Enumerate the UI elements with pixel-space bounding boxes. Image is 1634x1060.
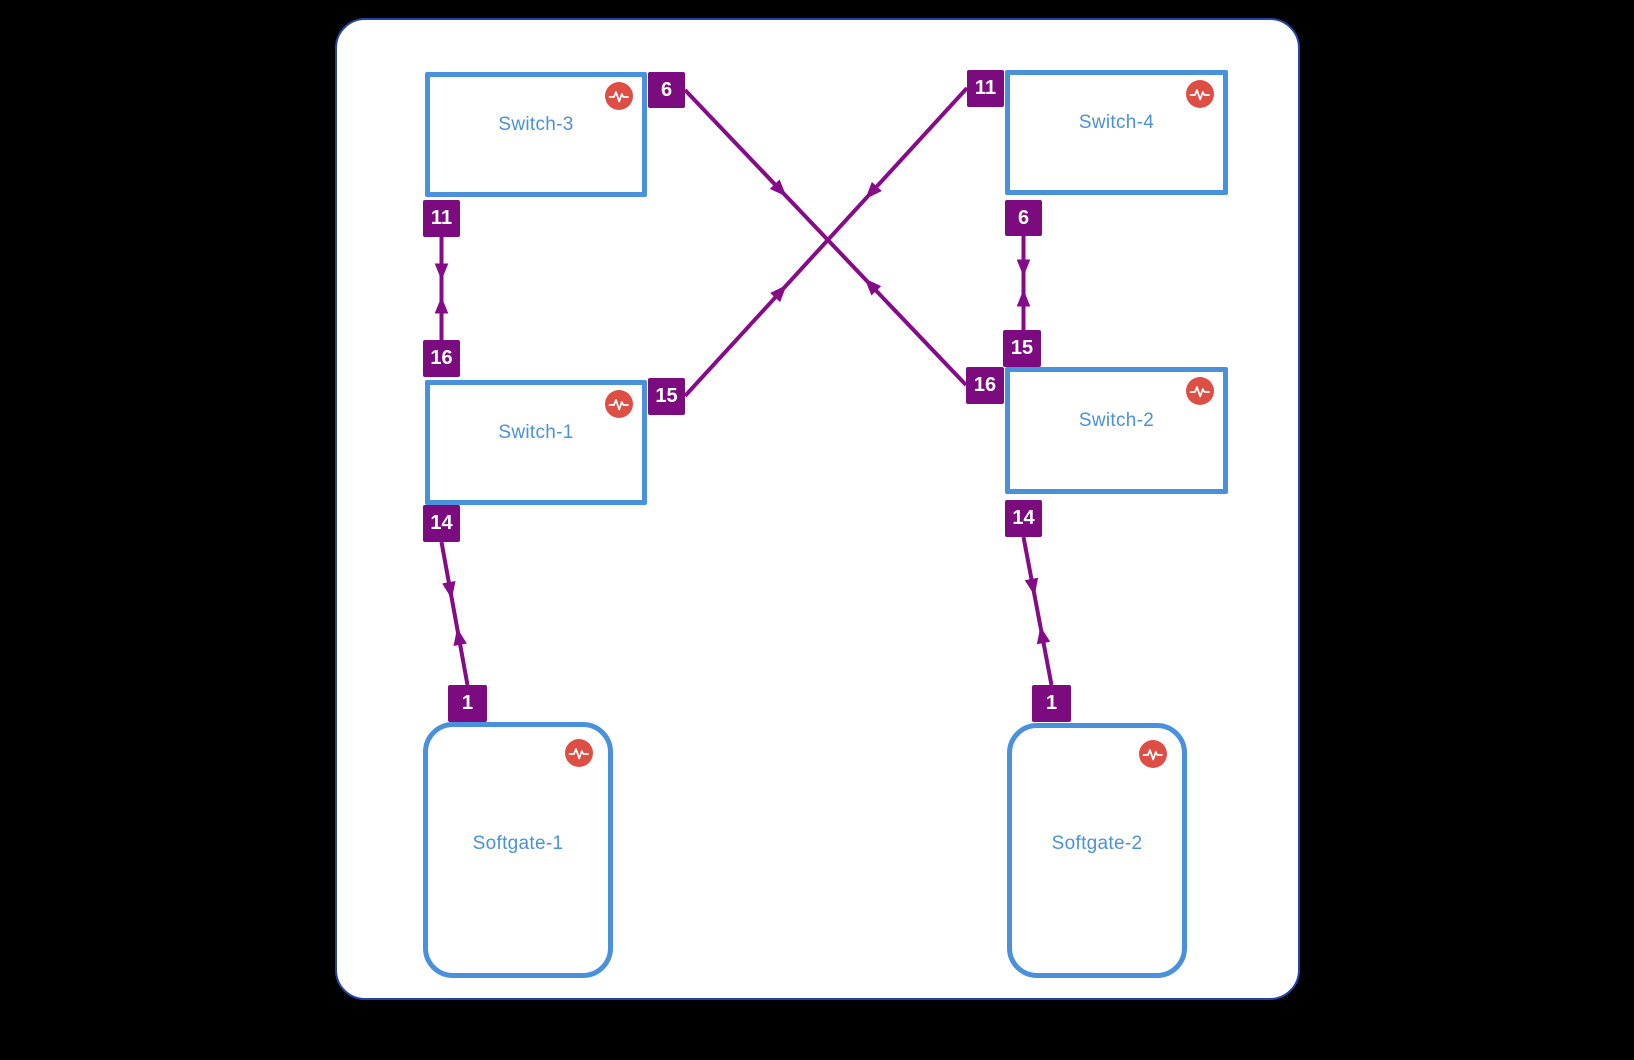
pulse-icon xyxy=(1139,740,1167,768)
port-badge-switch-2-14[interactable]: 14 xyxy=(1005,500,1042,537)
node-switch-2[interactable]: Switch-2 xyxy=(1005,367,1228,494)
link-line xyxy=(683,86,969,398)
link-arrowhead xyxy=(1016,289,1031,307)
node-switch-3[interactable]: Switch-3 xyxy=(425,72,647,197)
port-number: 6 xyxy=(1017,206,1030,229)
node-label-switch-4: Switch-4 xyxy=(1078,112,1155,134)
link-arrowhead xyxy=(770,285,787,303)
port-number: 14 xyxy=(430,512,453,534)
link-arrowhead xyxy=(1036,626,1051,645)
link-line xyxy=(439,541,470,686)
pulse-icon xyxy=(605,390,633,418)
pulse-icon xyxy=(1186,80,1214,108)
link-line xyxy=(1021,536,1054,686)
node-softgate-2[interactable]: Softgate-2 xyxy=(1007,723,1187,978)
port-badge-switch-3-6[interactable]: 6 xyxy=(648,72,685,108)
port-badge-switch-2-16[interactable]: 16 xyxy=(966,367,1004,404)
link-switch-4-6--switch-2-15[interactable] xyxy=(1016,236,1031,330)
node-label-switch-3: Switch-3 xyxy=(498,114,574,136)
pulse-icon xyxy=(1186,377,1214,405)
port-badge-switch-2-15[interactable]: 15 xyxy=(1003,330,1041,367)
pulse-icon xyxy=(565,739,593,767)
link-arrowhead xyxy=(434,296,449,314)
link-arrowhead xyxy=(865,181,882,199)
link-arrowhead xyxy=(453,628,467,646)
link-switch-2-14--softgate-2-1[interactable] xyxy=(1021,536,1054,686)
node-label-softgate-2: Softgate-2 xyxy=(1051,833,1143,855)
port-number: 15 xyxy=(1010,337,1034,359)
node-label-switch-1: Switch-1 xyxy=(498,422,574,444)
link-arrowhead xyxy=(442,581,456,599)
link-arrowhead xyxy=(1016,259,1031,277)
port-badge-softgate-2-1[interactable]: 1 xyxy=(1032,685,1071,722)
node-switch-4[interactable]: Switch-4 xyxy=(1005,70,1228,195)
node-label-softgate-1: Softgate-1 xyxy=(472,832,564,854)
link-switch-4-11--switch-1-15[interactable] xyxy=(683,86,969,398)
port-number: 11 xyxy=(430,207,453,229)
port-number: 1 xyxy=(1045,692,1058,714)
link-line xyxy=(683,88,968,387)
link-switch-1-14--softgate-1-1[interactable] xyxy=(439,541,470,686)
node-label-switch-2: Switch-2 xyxy=(1078,410,1155,432)
link-arrowhead xyxy=(434,263,449,281)
link-switch-3-11--switch-1-16[interactable] xyxy=(434,237,449,340)
port-number: 16 xyxy=(430,347,453,369)
port-badge-switch-1-15[interactable]: 15 xyxy=(648,378,685,415)
port-badge-switch-3-11[interactable]: 11 xyxy=(423,200,460,237)
link-arrowhead xyxy=(1024,577,1039,596)
port-number: 16 xyxy=(973,374,997,396)
link-arrowhead xyxy=(769,179,787,197)
port-number: 14 xyxy=(1012,507,1035,529)
port-badge-switch-1-16[interactable]: 16 xyxy=(423,340,460,377)
node-switch-1[interactable]: Switch-1 xyxy=(425,380,647,505)
port-number: 6 xyxy=(660,78,673,101)
link-arrowhead xyxy=(864,278,882,296)
link-switch-3-6--switch-2-16[interactable] xyxy=(683,88,968,387)
port-number: 11 xyxy=(974,77,997,99)
port-badge-switch-1-14[interactable]: 14 xyxy=(423,505,460,542)
port-badge-switch-4-11[interactable]: 11 xyxy=(967,70,1004,107)
port-badge-softgate-1-1[interactable]: 1 xyxy=(448,685,487,722)
pulse-icon xyxy=(605,82,633,110)
port-number: 15 xyxy=(655,385,678,407)
port-number: 1 xyxy=(461,692,474,714)
node-softgate-1[interactable]: Softgate-1 xyxy=(423,722,613,978)
port-badge-switch-4-6[interactable]: 6 xyxy=(1005,200,1042,236)
